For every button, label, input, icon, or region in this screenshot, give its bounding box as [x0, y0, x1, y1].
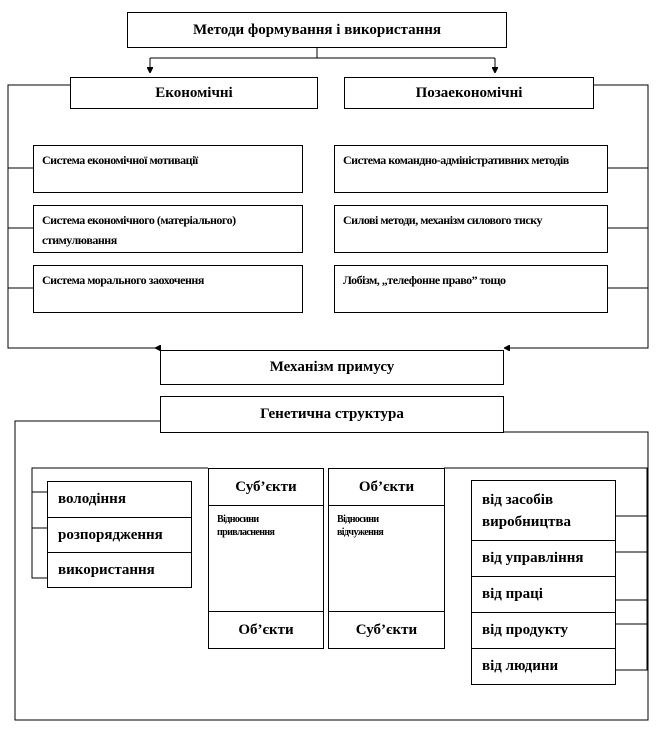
appropriation-relation: Відносини привласнення: [217, 514, 275, 538]
right-item: розпорядження: [47, 517, 192, 553]
noneconomic-item: Силові методи, механізм силового тиску: [334, 205, 608, 253]
alienation-box: Об’єкти Відносини відчуження Суб’єкти: [328, 468, 445, 649]
economic-item: Система морального заохочення: [33, 265, 303, 313]
noneconomic-item: Лобізм, „телефонне право” тощо: [334, 265, 608, 313]
appropriation-box: Суб’єкти Відносини привласнення Об’єкти: [208, 468, 324, 649]
noneconomic-item: Система командно-адміністративних методі…: [334, 145, 608, 193]
appropriation-top: Суб’єкти: [209, 469, 323, 506]
alienation-from-item: від людини: [471, 648, 616, 685]
economic-item: Система економічного (матеріального) сти…: [33, 205, 303, 253]
appropriation-bottom: Об’єкти: [209, 611, 323, 648]
noneconomic-header: Позаекономічні: [344, 77, 594, 109]
title-box: Методи формування і використання: [127, 12, 507, 48]
alienation-from-item: від засобів виробництва: [471, 480, 616, 541]
economic-header: Економічні: [70, 77, 318, 109]
alienation-from-item: від продукту: [471, 612, 616, 649]
alienation-top: Об’єкти: [329, 469, 444, 506]
economic-item: Система економічної мотивації: [33, 145, 303, 193]
right-item: володіння: [47, 481, 192, 518]
alienation-bottom: Суб’єкти: [329, 611, 444, 648]
coercion-box: Механізм примусу: [160, 350, 504, 385]
genetic-structure-box: Генетична структура: [160, 396, 504, 433]
alienation-relation: Відносини відчуження: [337, 514, 384, 538]
alienation-from-item: від управління: [471, 540, 616, 577]
right-item: використання: [47, 552, 192, 588]
alienation-from-item: від праці: [471, 576, 616, 613]
